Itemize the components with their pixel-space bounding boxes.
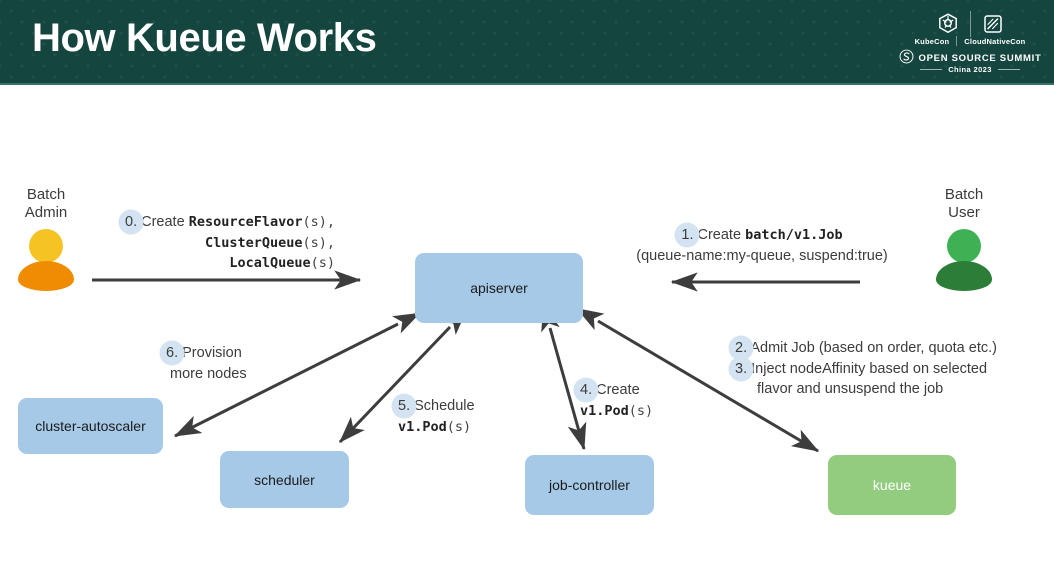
step-1-verb: Create [697,227,742,243]
person-body [936,260,992,291]
step-4-label: 4. Create v1.Pod(s) [580,380,653,421]
slide-header: How Kueue Works [0,0,1054,85]
node-kueue-label: kueue [872,477,912,493]
step-6-label: 6. Provision more nodes [166,343,247,384]
step-1-number: 1. [681,225,693,246]
step-6-line-1: 6. Provision [166,343,247,364]
logo-dash-right [997,69,1020,70]
step-6-text-1: Provision [182,345,242,361]
logo-summit-row: OPEN SOURCE SUMMIT [894,49,1046,67]
step-0-code-3: LocalQueue [229,255,311,272]
node-cluster-autoscaler-label: cluster-autoscaler [35,418,146,434]
logo-dash-left [920,69,943,70]
step-3-line-2: flavor and unsuspend the job [757,381,944,398]
actor-batch-user: Batch User [918,186,1010,291]
person-head [947,228,981,263]
person-body [18,260,74,291]
diagram-canvas: Batch Admin Batch User apiserver cluster… [0,85,1054,566]
step-0-number: 0. [125,212,137,233]
arrow-apiserver-job-controller [541,303,587,451]
step-0-suffix-1: (s), [302,214,335,230]
kubecon-logo: KubeCon CloudNativeCon OPEN SOURCE SUMMI… [894,5,1046,79]
step-4-line-2: v1.Pod(s) [580,401,653,422]
logo-names-row: KubeCon CloudNativeCon [894,36,1046,46]
arrow-apiserver-scheduler [338,308,468,444]
step-0-line-2: ClusterQueue(s), [100,233,335,254]
step-1-code: batch/v1.Job [745,227,843,243]
step-5-suffix: (s) [446,418,472,435]
logo-kubecon-label: KubeCon [914,36,950,46]
step-5-verb: Schedule [414,398,475,414]
step-3-text-1: Inject nodeAffinity based on selected [751,360,988,377]
step-3-number: 3. [735,359,747,380]
node-kueue[interactable]: kueue [828,455,956,515]
cloudnativecon-icon [980,11,1006,37]
step-4-verb: Create [596,382,640,398]
batch-user-person-icon [918,228,1010,291]
step-0-suffix-2: (s), [302,234,335,251]
node-job-controller-label: job-controller [549,477,630,493]
linux-foundation-s-icon [899,49,914,67]
person-head [29,228,63,263]
node-cluster-autoscaler[interactable]: cluster-autoscaler [18,398,163,454]
batch-admin-person-icon [0,228,92,291]
step-2-text: Admit Job (based on order, quota etc.) [750,340,997,356]
logo-cloudnativecon-label: CloudNativeCon [964,36,1026,46]
step-6-line-2: more nodes [170,365,247,382]
step-5-line-1: 5. Schedule [398,396,475,417]
node-scheduler[interactable]: scheduler [220,451,349,508]
actor-batch-admin: Batch Admin [0,186,92,291]
step-4-line-1: 4. Create [580,380,653,401]
actor-batch-admin-label: Batch Admin [24,186,68,222]
step-5-line-2: v1.Pod(s) [398,417,475,438]
step-0-line-3: LocalQueue(s) [100,253,335,274]
diagram-arrows [92,270,860,453]
logo-year-row: China 2023 [894,65,1046,74]
step-0-code-2: ClusterQueue [204,234,303,251]
node-apiserver-label: apiserver [470,280,528,296]
actor-batch-user-label: Batch User [944,186,984,222]
step-5-code: v1.Pod [398,418,447,435]
arrow-apiserver-kueue [576,308,820,453]
logo-divider [969,11,971,37]
step-0-verb: Create [141,214,185,230]
page-title: How Kueue Works [32,16,377,60]
logo-divider-2 [956,36,958,46]
step-5-label: 5. Schedule v1.Pod(s) [398,396,475,437]
step-0-code-1: ResourceFlavor [188,214,303,230]
step-2-line: 2. Admit Job (based on order, quota etc.… [735,338,997,359]
kubernetes-helm-icon [935,11,961,37]
step-4-number: 4. [580,380,592,401]
step-1-line-1: 1. Create batch/v1.Job [612,225,912,246]
header-bottom-rule [0,83,1054,85]
step-0-line-1: 0. Create ResourceFlavor(s), [100,212,335,233]
logo-marks-row [894,5,1046,37]
step-4-suffix: (s) [628,402,654,419]
node-job-controller[interactable]: job-controller [525,455,654,515]
step-2-3-label: 2. Admit Job (based on order, quota etc.… [735,338,997,400]
step-3-line-1: 3. Inject nodeAffinity based on selected [735,359,997,380]
step-4-code: v1.Pod [580,402,629,419]
step-5-number: 5. [398,396,410,417]
step-0-suffix-3: (s) [310,255,335,272]
step-1-label: 1. Create batch/v1.Job (queue-name:my-qu… [612,225,912,266]
step-6-number: 6. [166,343,178,364]
logo-year-label: China 2023 [948,65,992,74]
step-1-line-2: (queue-name:my-queue, suspend:true) [636,247,888,264]
logo-summit-label: OPEN SOURCE SUMMIT [918,52,1042,64]
step-0-label: 0. Create ResourceFlavor(s), ClusterQueu… [100,212,335,274]
node-apiserver[interactable]: apiserver [415,253,583,323]
node-scheduler-label: scheduler [254,471,315,488]
